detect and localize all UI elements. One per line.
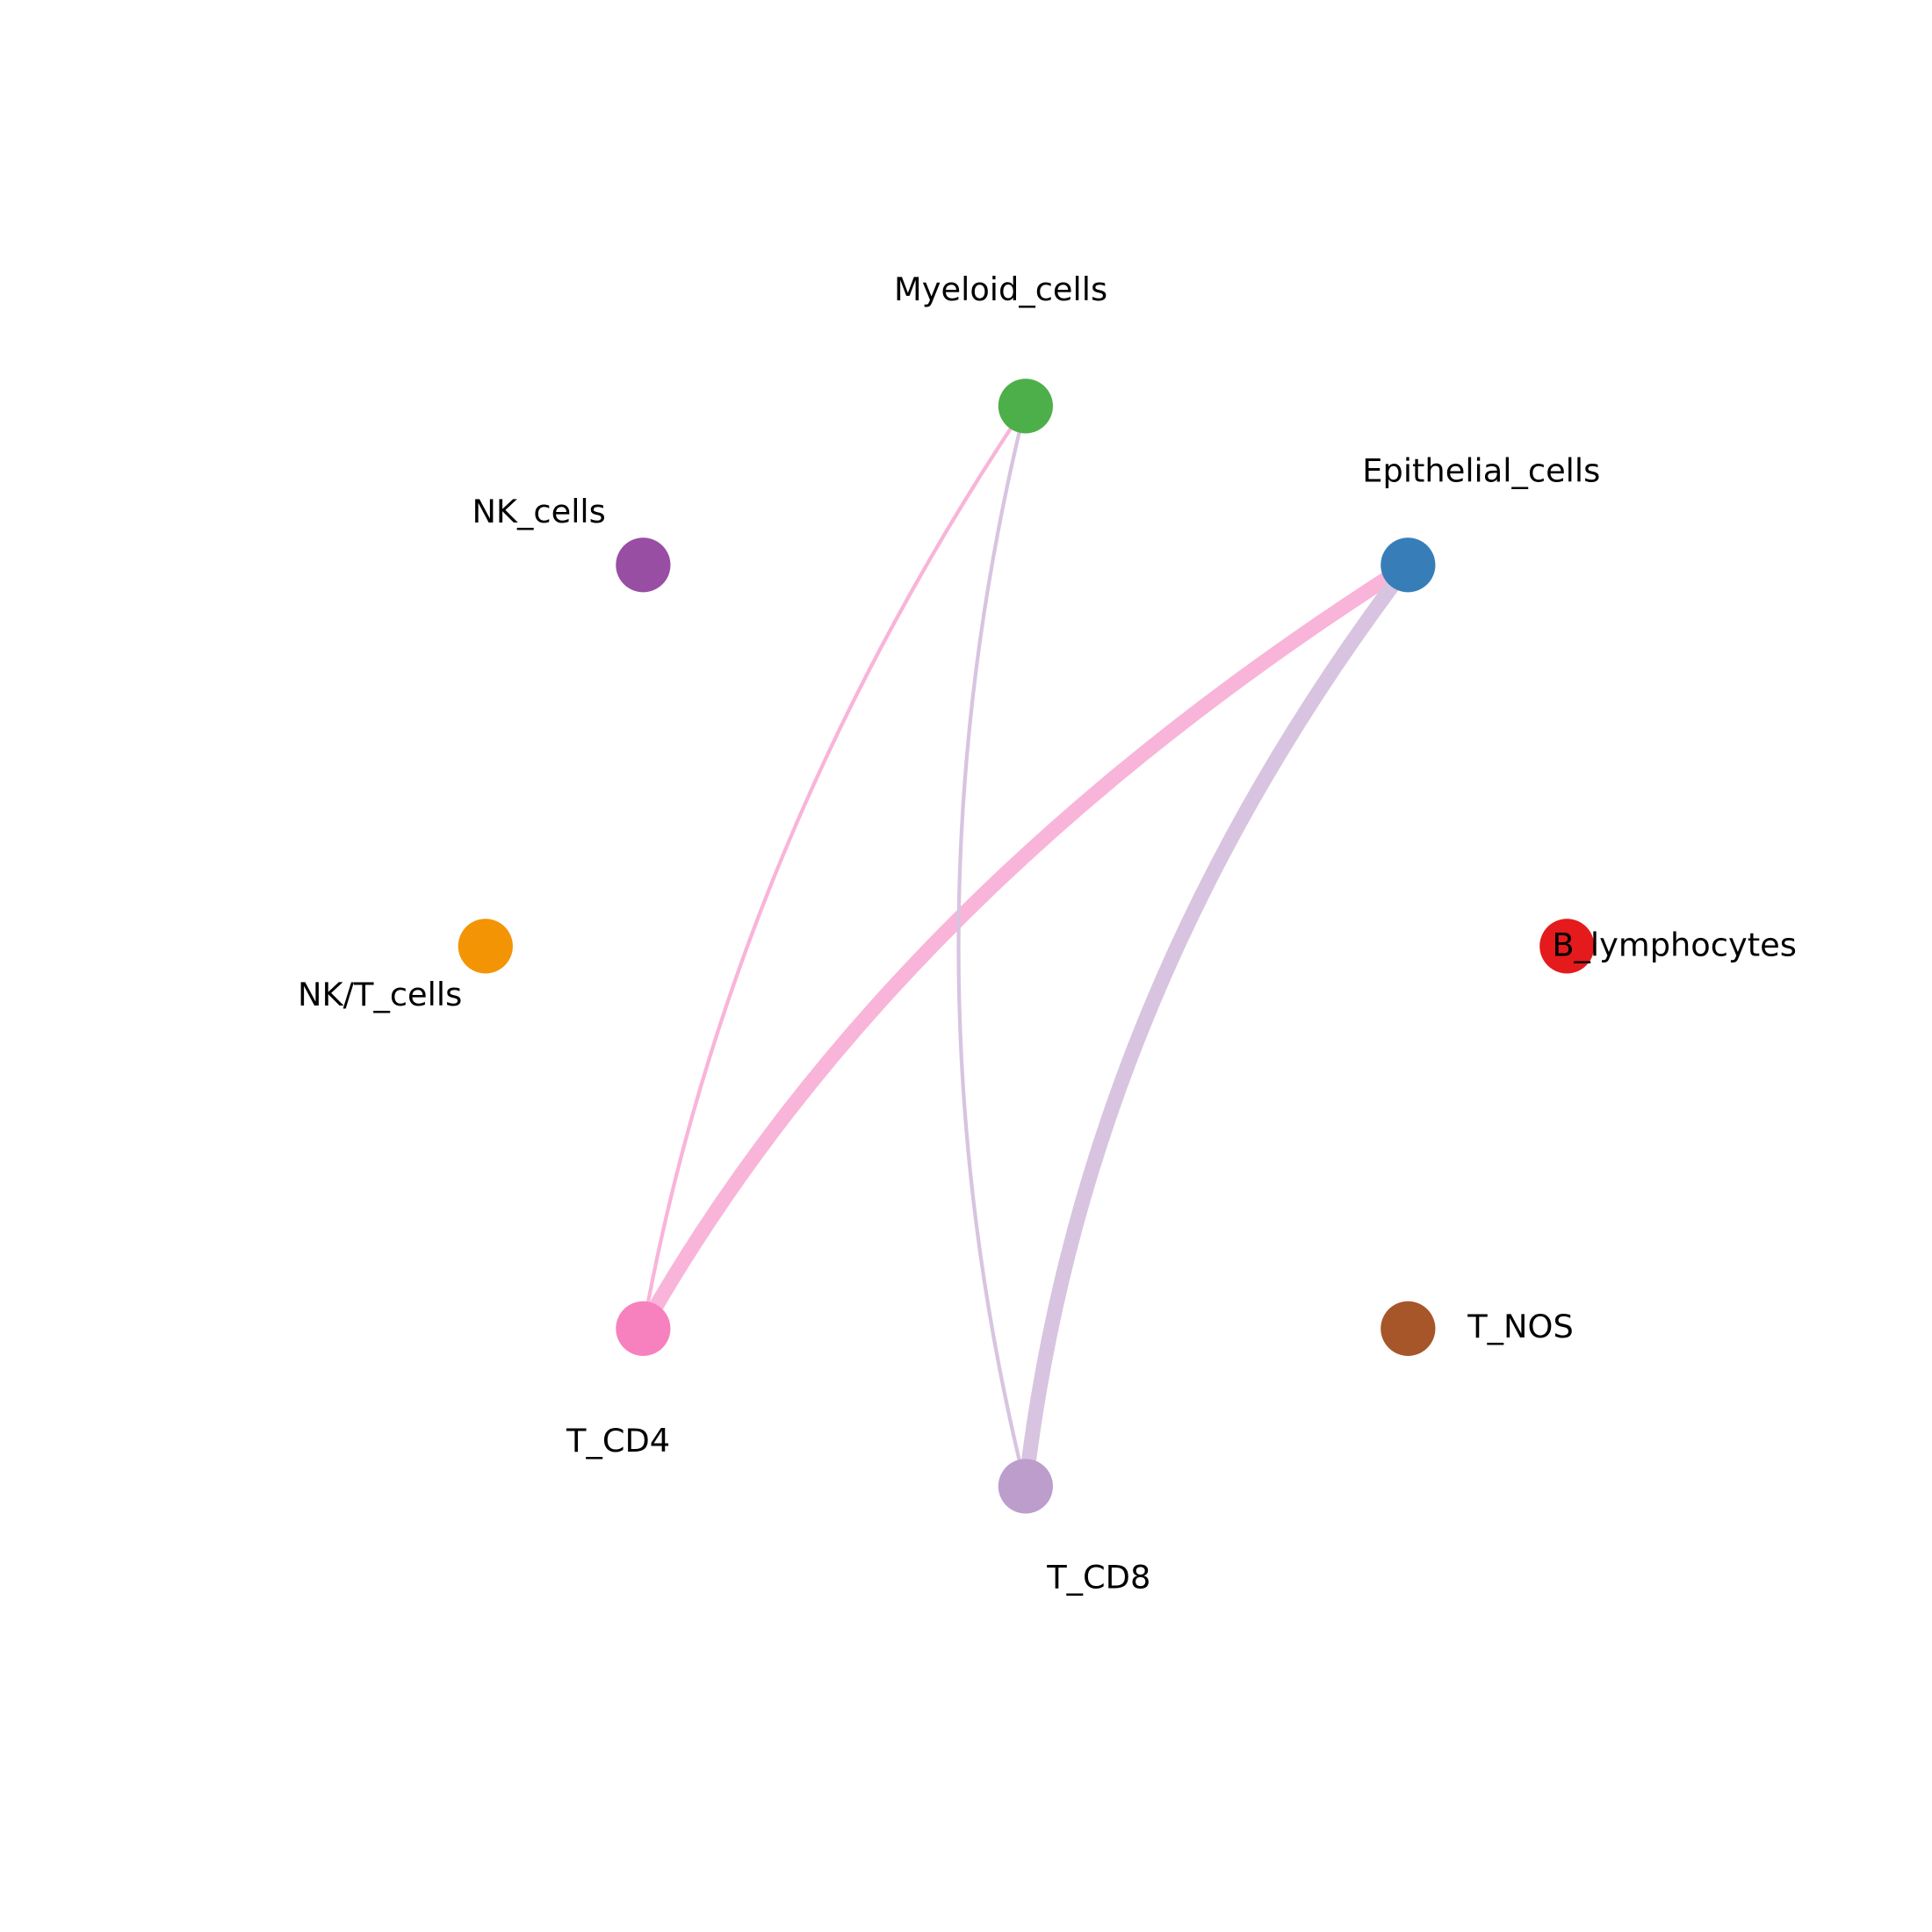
node-label-t-cd8: T_CD8 [1046,1558,1150,1596]
edge-t_cd4-to-myeloid_cells [641,405,1027,1330]
node-epithelial-cells [1381,537,1436,593]
node-nk-cells [616,537,671,593]
node-label-myeloid-cells: Myeloid_cells [894,270,1107,308]
node-label-t-cd4: T_CD4 [566,1422,670,1460]
node-label-nk-t-cells: NK/T_cells [298,976,462,1013]
node-nk-t-cells [458,919,513,974]
edge-t_cd8-to-myeloid_cells [956,405,1027,1487]
node-label-epithelial-cells: Epithelial_cells [1362,452,1600,490]
node-t-nos [1381,1301,1436,1356]
node-t-cd8 [998,1459,1053,1514]
node-b-lymphocytes [1539,919,1595,974]
edge-t_cd4-to-epithelial_cells [637,559,1412,1333]
node-label-t-nos: T_NOS [1467,1308,1574,1345]
node-label-nk-cells: NK_cells [472,493,605,530]
edge-t_cd8-to-epithelial_cells [1018,560,1415,1488]
node-label-b-lymphocytes: B_lymphocytes [1552,926,1797,964]
node-t-cd4 [616,1301,671,1356]
node-myeloid-cells [998,378,1053,434]
